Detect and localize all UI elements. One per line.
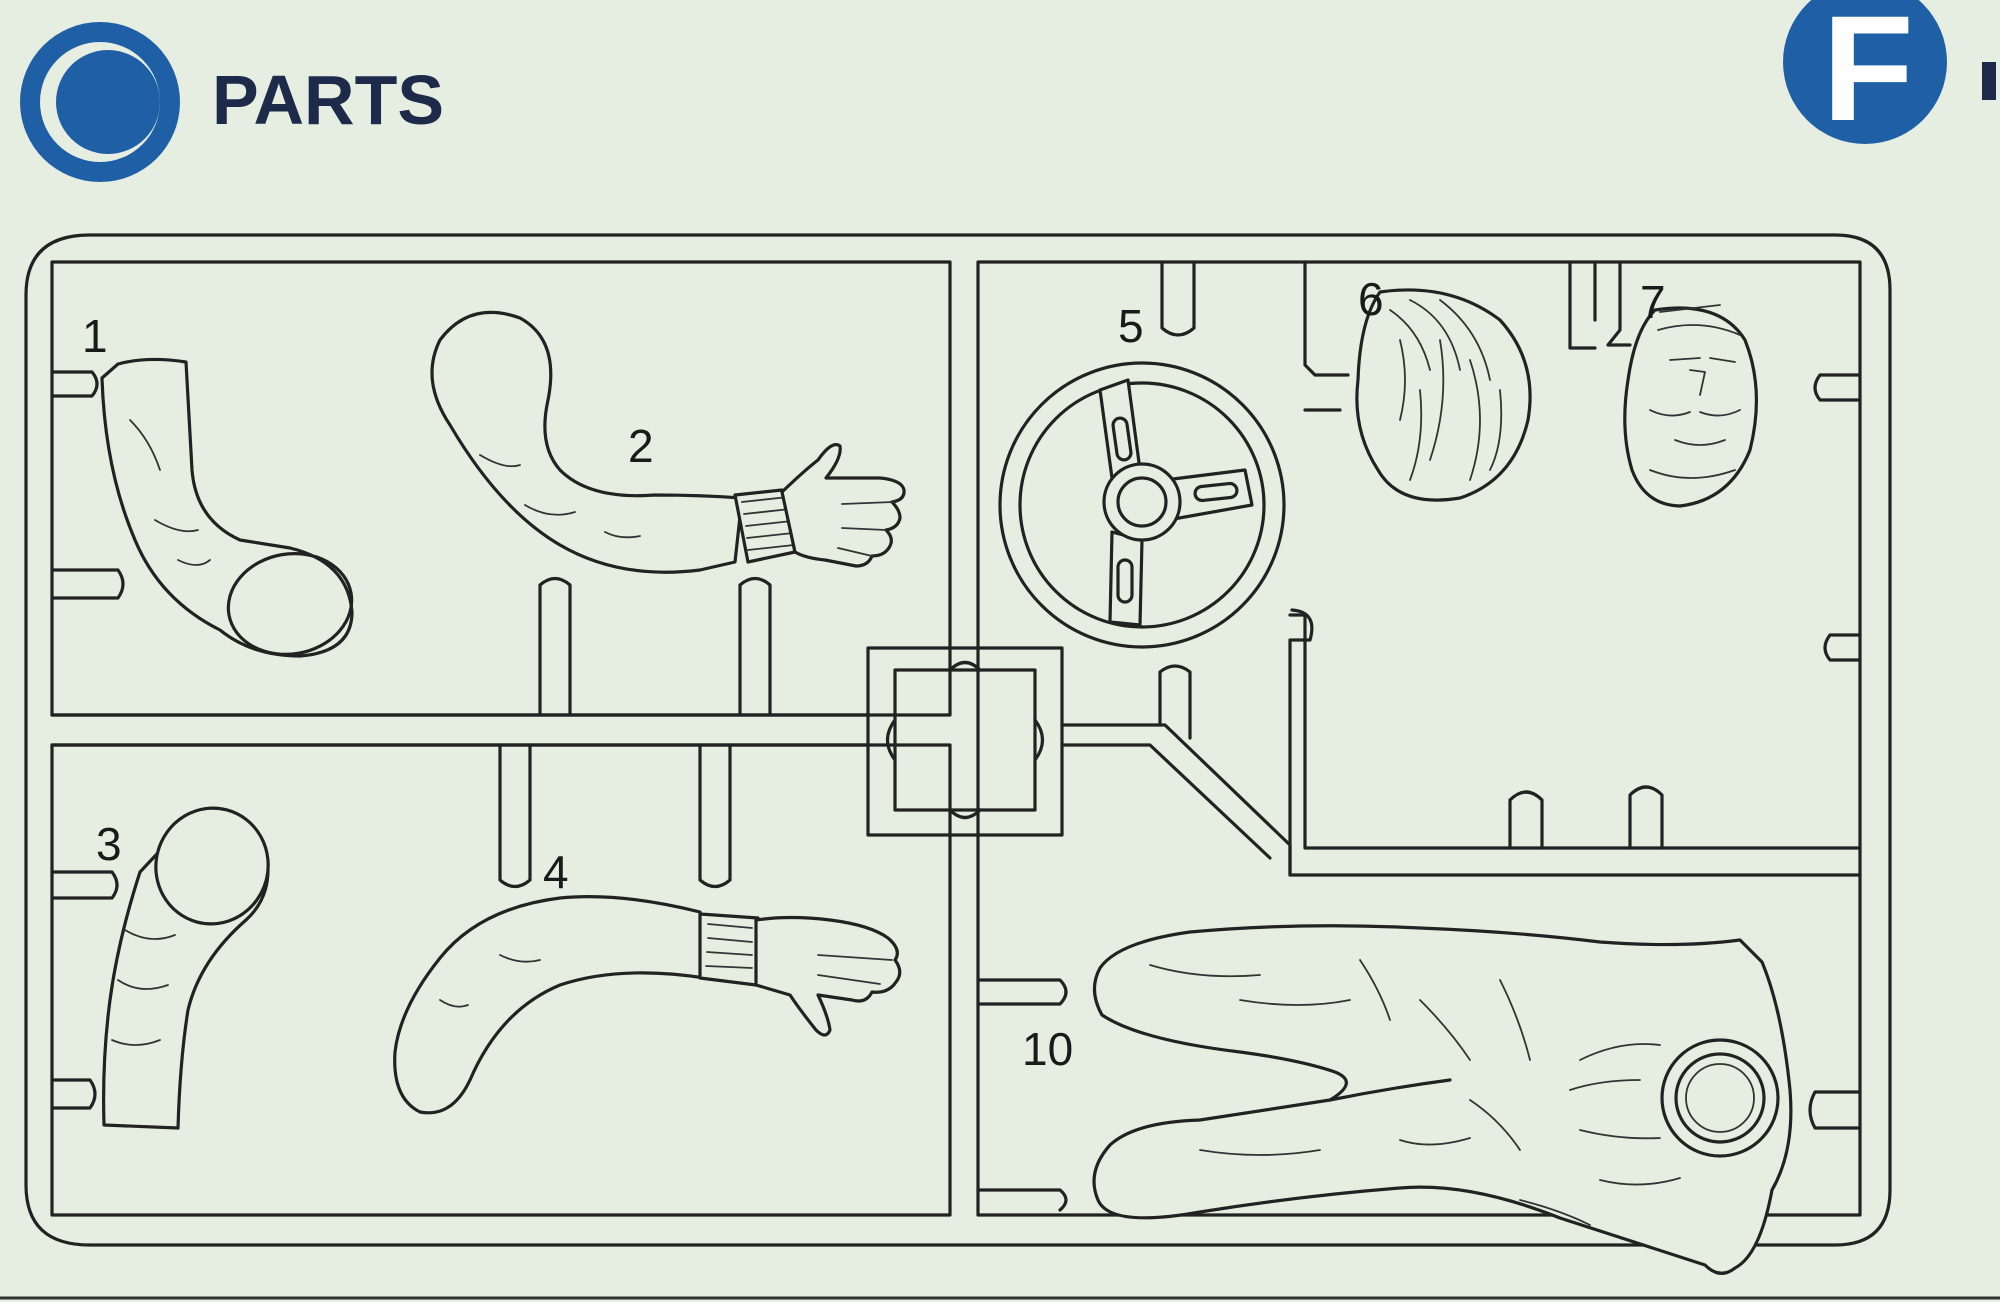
part-number-label: 6 <box>1358 273 1384 325</box>
cropped-heading-fragment <box>1982 62 1996 100</box>
part-number-label: 1 <box>82 310 108 362</box>
part-number-label: 4 <box>543 846 569 898</box>
badge-f-letter: F <box>1822 0 1914 152</box>
part-5-steering-wheel <box>998 361 1286 649</box>
part-4-arm <box>393 895 902 1115</box>
section-f-badge: F <box>1783 0 1996 152</box>
part-number-label: 3 <box>96 818 122 870</box>
part-number-label: 2 <box>628 420 654 472</box>
section-c-badge: C <box>20 22 180 182</box>
sprue-frame <box>24 233 1892 1247</box>
part-3-forearm <box>102 806 270 1130</box>
part-10-torso <box>1092 924 1793 1275</box>
badge-f-circle <box>1783 0 1947 144</box>
part-7-head <box>1623 304 1759 508</box>
part-1-upper-arm <box>100 357 354 658</box>
part-labels: 1 2 3 4 5 6 7 10 <box>82 273 1666 1075</box>
section-title: PARTS <box>212 61 444 139</box>
part-2-arm <box>430 310 906 574</box>
part-6-head <box>1355 288 1532 502</box>
part-number-label: 5 <box>1118 300 1144 352</box>
part-number-label: 7 <box>1640 276 1666 328</box>
part-number-label: 10 <box>1022 1023 1073 1075</box>
